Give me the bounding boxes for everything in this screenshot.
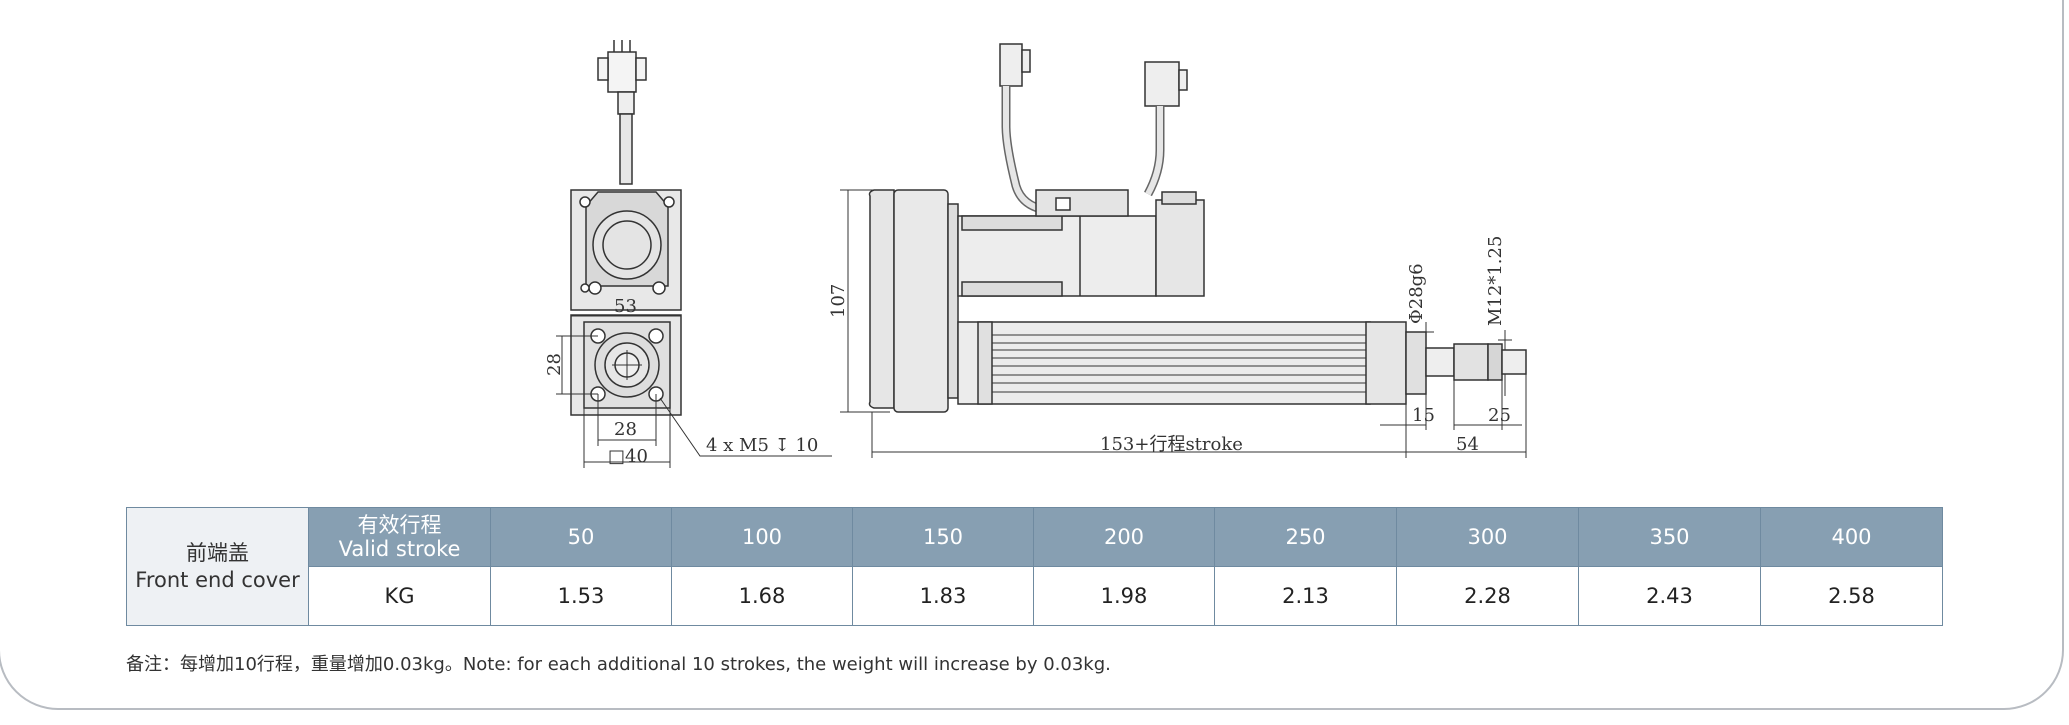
dim-53-label: 53 [614,296,637,317]
end-view-flange [570,314,682,416]
front-end-cover-en: Front end cover [135,567,300,592]
thread-note-label: 4 x M5 ↧ 10 [706,435,818,456]
dim-28-horizontal-label: 28 [614,419,637,440]
front-end-cover-cn: 前端盖 [186,540,249,565]
dim-rod-diameter-label: Φ28g6 [1406,263,1427,324]
dim-40-label: □40 [608,446,648,467]
valid-stroke-header: 有效行程 Valid stroke [308,507,491,567]
stroke-200: 200 [1033,507,1215,567]
side-view-cables [999,43,1188,215]
valid-stroke-cn: 有效行程 [357,513,442,537]
stroke-150: 150 [852,507,1034,567]
front-end-cover-cell: 前端盖 Front end cover [126,507,309,626]
weight-200: 1.98 [1033,566,1215,626]
stroke-50: 50 [490,507,672,567]
table-weight-row: KG 1.53 1.68 1.83 1.98 2.13 2.28 2.43 2.… [127,566,1943,626]
table-header-row: 前端盖 Front end cover 有效行程 Valid stroke 50… [126,507,1943,626]
stroke-100: 100 [671,507,853,567]
weight-350: 2.43 [1578,566,1761,626]
weight-300: 2.28 [1396,566,1579,626]
dim-25-label: 25 [1488,405,1511,426]
weight-250: 2.13 [1214,566,1397,626]
valid-stroke-en: Valid stroke [338,537,461,561]
weight-400: 2.58 [1760,566,1943,626]
stroke-400: 400 [1760,507,1943,567]
weight-50: 1.53 [490,566,672,626]
dim-107-label: 107 [828,284,849,318]
kg-label: KG [308,566,491,626]
stroke-300: 300 [1396,507,1579,567]
dim-stroke-label: 153+行程stroke [1100,434,1243,455]
side-view-body [868,189,1527,413]
weight-note: 备注：每增加10行程，重量增加0.03kg。Note: for each add… [126,654,1111,675]
technical-drawing: 53 28 28 □40 4 x M5 ↧ 10 107 153+行程strok… [544,40,1527,468]
stroke-350: 350 [1578,507,1761,567]
dim-15-label: 15 [1412,405,1435,426]
stroke-250: 250 [1214,507,1397,567]
end-view-connector [597,40,647,185]
weight-table: 前端盖 Front end cover 有效行程 Valid stroke 50… [126,507,1943,626]
dim-28-vertical-label: 28 [544,353,565,376]
weight-100: 1.68 [671,566,853,626]
dim-thread-label: M12*1.25 [1485,236,1506,326]
page-frame [0,0,2064,710]
dim-54-label: 54 [1456,434,1479,455]
weight-150: 1.83 [852,566,1034,626]
end-view-motor [570,189,682,311]
